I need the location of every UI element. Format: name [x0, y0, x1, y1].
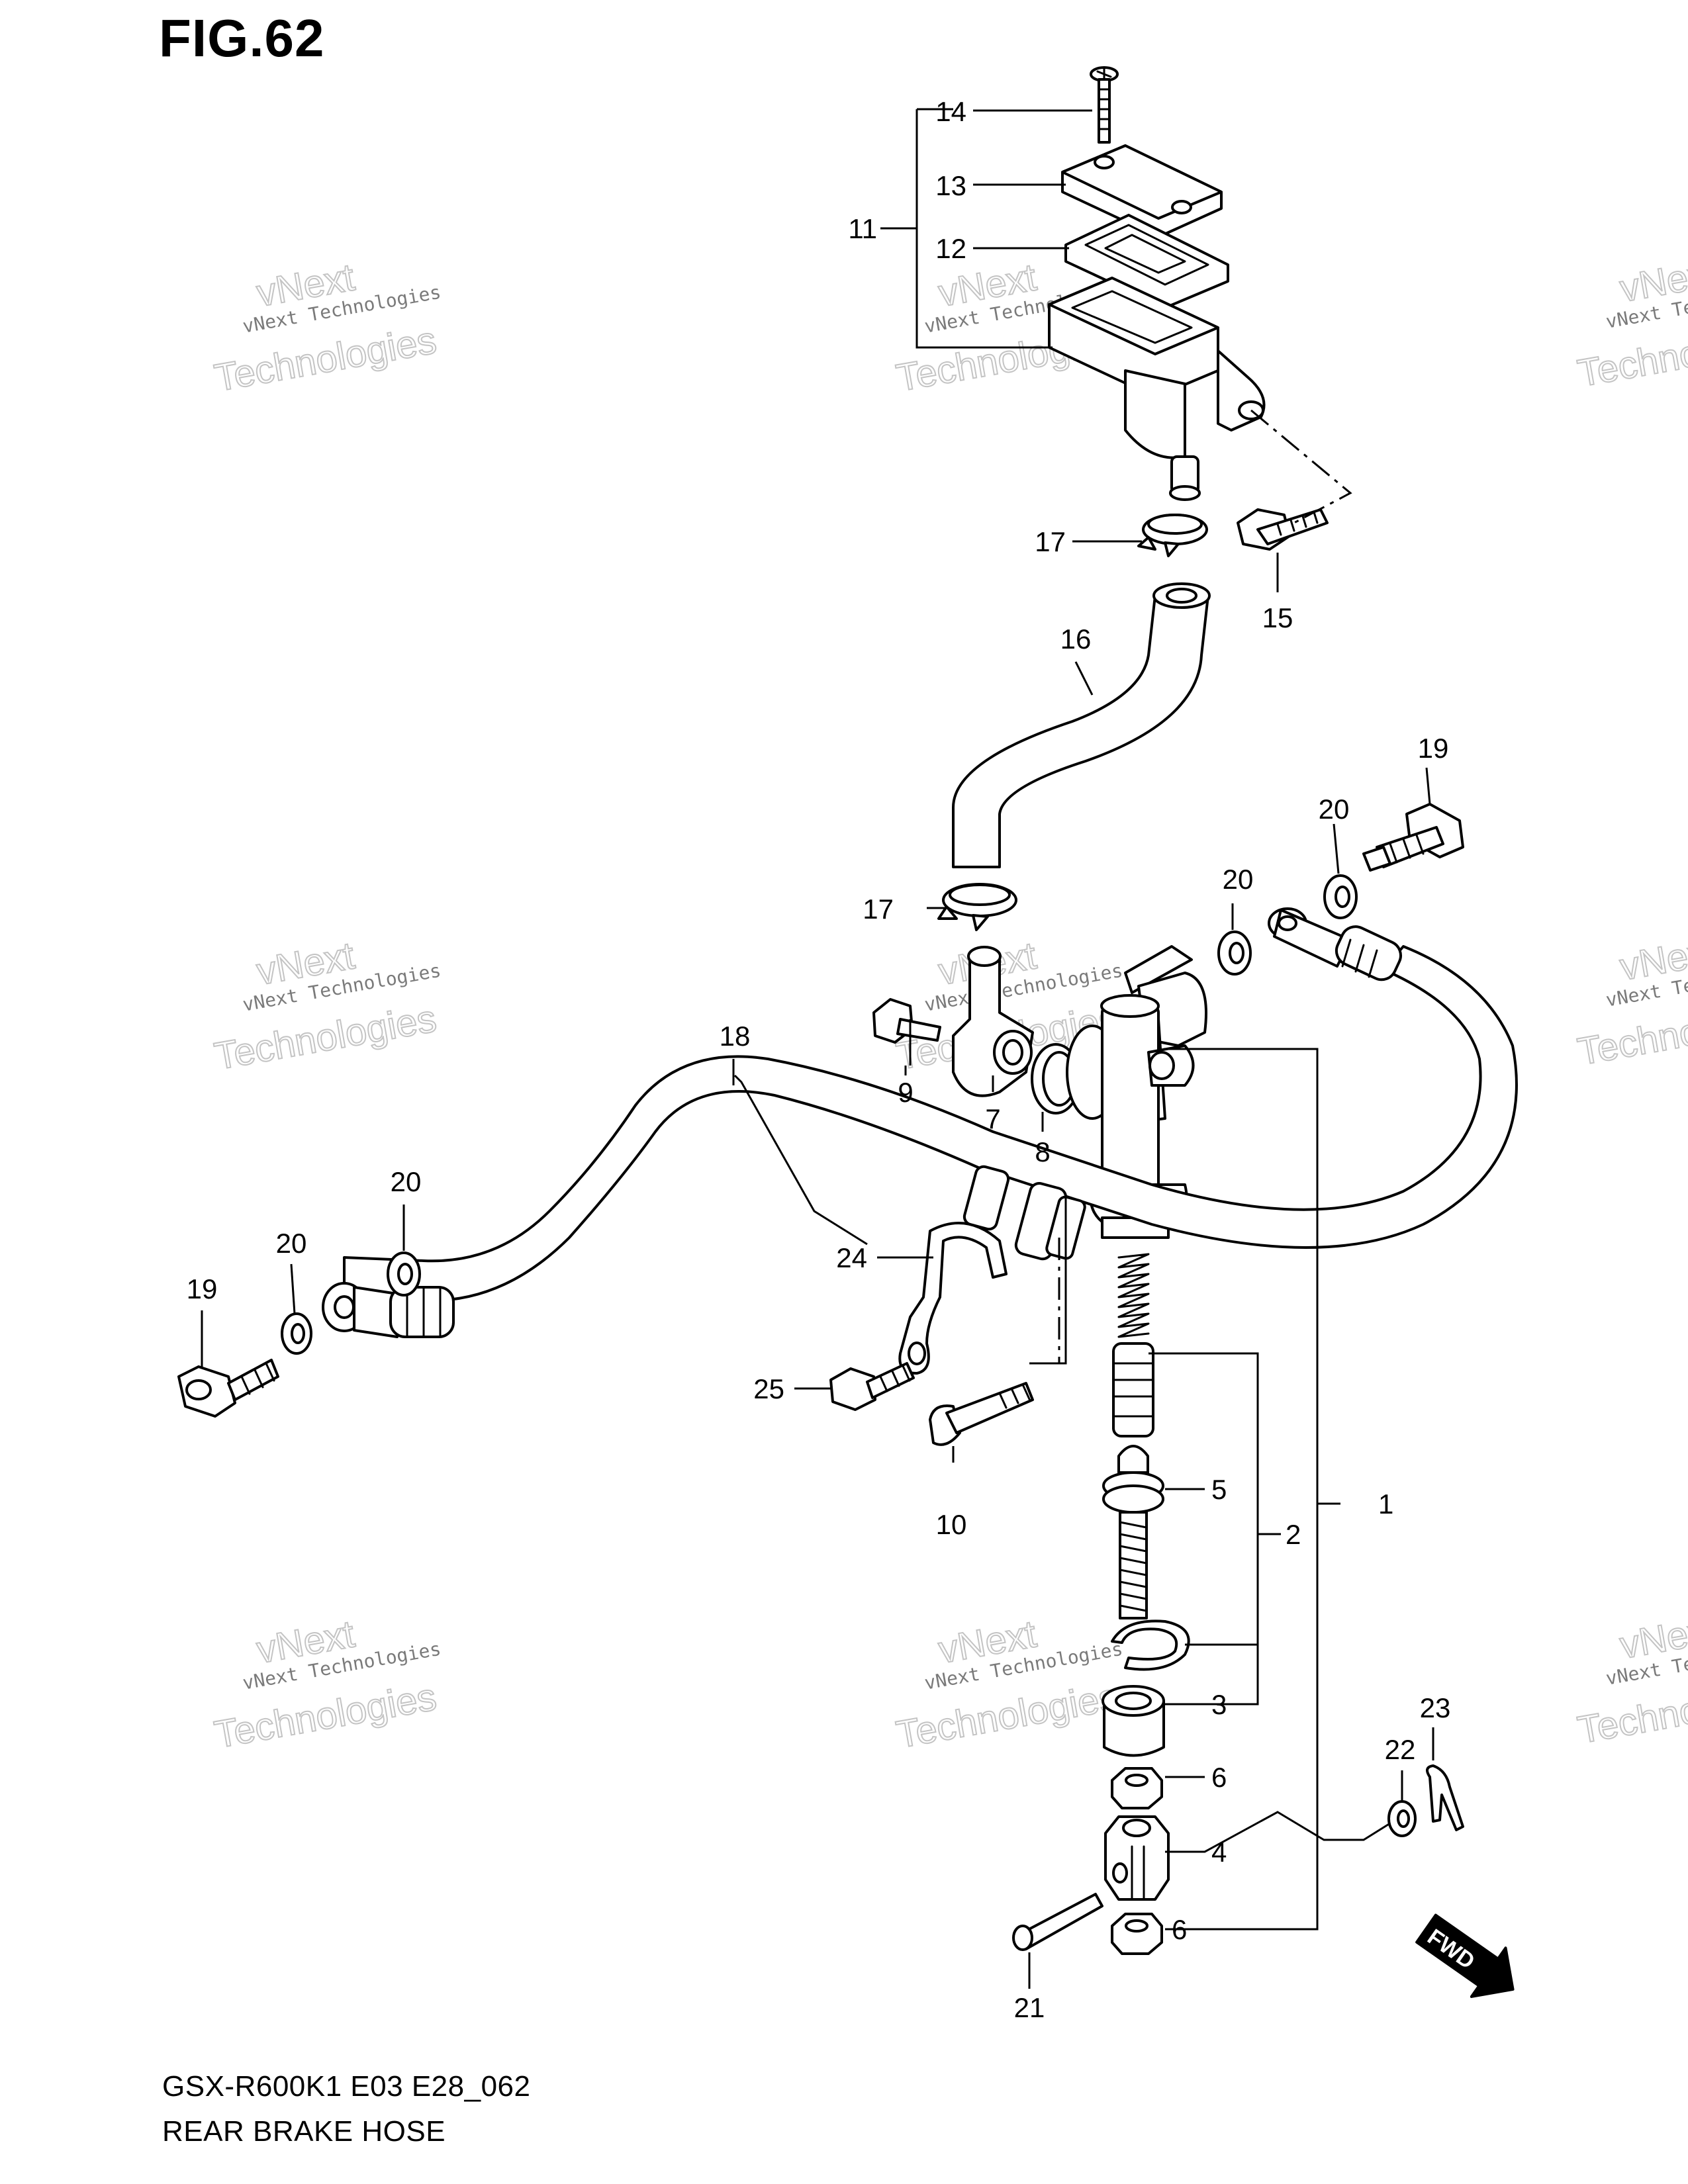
callout-10: 10 — [936, 1509, 967, 1540]
part-18-brake-hose — [343, 945, 1518, 1302]
callout-19-right: 19 — [1418, 733, 1449, 764]
callout-22: 22 — [1385, 1734, 1416, 1765]
callout-15: 15 — [1262, 602, 1293, 633]
watermark-top-left: vNext vNext Technologies Technologies — [211, 255, 442, 400]
callout-3: 3 — [1211, 1689, 1227, 1720]
part-6-nut-lower — [1111, 1913, 1163, 1955]
callout-5: 5 — [1211, 1474, 1227, 1505]
part-5-push-rod — [1102, 1445, 1164, 1619]
part-16-reservoir-hose — [952, 582, 1211, 868]
part-19-union-bolt-right — [1362, 803, 1464, 872]
callout-2: 2 — [1286, 1519, 1301, 1550]
part-19-union-bolt-left — [177, 1359, 279, 1418]
part-9-screw — [872, 998, 941, 1044]
callout-25: 25 — [753, 1373, 784, 1404]
part-15-bolt — [1237, 508, 1329, 551]
watermark-low-left: vNext vNext Technologies Technologies — [211, 1612, 442, 1757]
callout-24: 24 — [836, 1242, 867, 1273]
part-17-clamp-upper — [1137, 514, 1208, 557]
section-name: REAR BRAKE HOSE — [162, 2115, 446, 2148]
callout-13: 13 — [935, 170, 966, 201]
part-25-bolt — [829, 1362, 915, 1411]
part-4-clevis — [1104, 1815, 1170, 1901]
watermark-low-right: vNext vNext Technologies Technologies — [1574, 1607, 1688, 1752]
part-10-bolt — [929, 1382, 1034, 1446]
part-6-nut-upper — [1111, 1767, 1163, 1809]
callout-20-right-upper: 20 — [1319, 794, 1350, 825]
fwd-direction-arrow: FWD — [1415, 1913, 1515, 1998]
part-23-cotter-pin — [1426, 1764, 1464, 1831]
callout-23: 23 — [1420, 1692, 1451, 1723]
part-18-hose-end-right — [1268, 907, 1402, 981]
callout-21: 21 — [1014, 1992, 1045, 2023]
callout-19-left: 19 — [187, 1273, 218, 1304]
part-7-hose-joint — [952, 946, 1034, 1097]
callout-7: 7 — [985, 1103, 1000, 1134]
callout-6-lower: 6 — [1172, 1914, 1187, 1945]
callout-9: 9 — [898, 1077, 913, 1108]
callout-6-upper: 6 — [1211, 1762, 1227, 1793]
part-24-hose-clamp — [898, 1222, 1008, 1375]
watermark-mid-right: vNext vNext Technologies Technologies — [1574, 929, 1688, 1074]
part-2-piston-spring — [1117, 1253, 1150, 1338]
part-17-clamp-lower — [937, 883, 1017, 931]
watermark-low-center: vNext vNext Technologies Technologies — [892, 1612, 1124, 1757]
callout-17-upper: 17 — [1035, 526, 1066, 557]
part-20-washer-right-upper — [1323, 874, 1358, 919]
part-21-pin — [1012, 1893, 1103, 1951]
watermark-mid-left: vNext vNext Technologies Technologies — [211, 933, 442, 1079]
callout-14: 14 — [935, 96, 966, 127]
part-20-washer-right-lower — [1217, 931, 1252, 976]
callout-20-right-lower: 20 — [1223, 864, 1254, 895]
callout-16: 16 — [1060, 623, 1092, 655]
part-14-screw — [1090, 66, 1119, 144]
part-11-reservoir-body — [1048, 277, 1266, 501]
model-code: GSX-R600K1 E03 E28_062 — [162, 2070, 531, 2103]
part-18-hose-end-left — [322, 1282, 455, 1338]
callout-8: 8 — [1035, 1136, 1050, 1167]
part-20-washer-left-lower — [281, 1312, 312, 1355]
part-2-circlip — [1111, 1619, 1190, 1671]
callout-1: 1 — [1378, 1488, 1393, 1520]
part-22-washer — [1387, 1800, 1417, 1837]
callout-18: 18 — [720, 1021, 751, 1052]
part-3-boot — [1102, 1685, 1165, 1757]
centerlines — [1058, 409, 1352, 1363]
callout-4: 4 — [1211, 1837, 1227, 1868]
figure-title: FIG.62 — [159, 9, 325, 68]
callout-20-left-upper: 20 — [391, 1166, 422, 1197]
part-12-diaphragm — [1064, 214, 1229, 309]
part-13-reservoir-cap — [1061, 144, 1223, 238]
callout-20-left-lower: 20 — [276, 1228, 307, 1259]
part-20-washer-left-upper — [387, 1251, 421, 1297]
part-2-piston — [1112, 1342, 1154, 1437]
callout-17-lower: 17 — [863, 893, 894, 925]
leader-lines — [201, 108, 1434, 1989]
callout-11: 11 — [848, 213, 877, 244]
watermark-top-right: vNext vNext Technologies Technologies — [1574, 250, 1688, 396]
callout-12: 12 — [935, 233, 966, 264]
callout-labels: 14 13 12 11 17 15 16 19 20 20 17 18 9 7 … — [187, 96, 1451, 2023]
